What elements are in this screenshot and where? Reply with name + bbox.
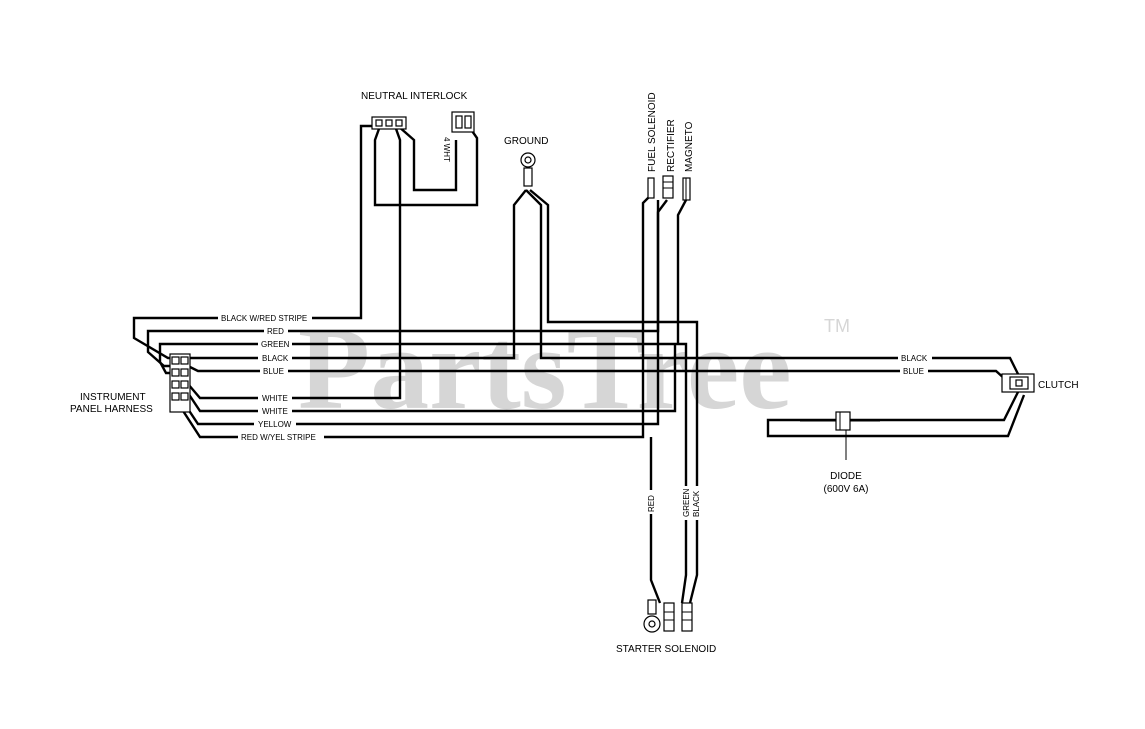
harness-wire-labels: BLACK W/RED STRIPE RED GREEN BLACK BLUE …: [218, 313, 324, 442]
label-magneto: MAGNETO: [684, 121, 695, 172]
wire-label: BLUE: [903, 367, 924, 376]
wire-white-loop: [373, 125, 479, 207]
label-starter-solenoid: STARTER SOLENOID: [616, 644, 716, 655]
clutch-connector: [1001, 373, 1035, 393]
rectifier-terminal: [662, 175, 674, 199]
diode-symbol: [835, 411, 851, 460]
label-fuel-solenoid: FUEL SOLENOID: [647, 92, 658, 172]
label-diode-1: DIODE: [830, 471, 862, 482]
starter-solenoid-green-terminal: [663, 602, 675, 632]
wire-interlock-4wht: [397, 125, 458, 192]
wire-white-1: [187, 125, 402, 400]
ground-ring-terminal: [520, 152, 536, 187]
wire-blue: [187, 364, 1007, 381]
label-diode-2: (600V 6A): [823, 484, 868, 495]
watermark-text: PartsTree: [298, 303, 792, 434]
wire-label: BLACK: [901, 354, 928, 363]
starter-solenoid-black-terminal: [681, 602, 693, 632]
wire-black: [188, 189, 527, 360]
wire-label: RED: [647, 495, 656, 512]
wire-label: WHITE: [262, 407, 288, 416]
label-instrument-panel-2: PANEL HARNESS: [70, 404, 153, 415]
wire-label: RED: [267, 327, 284, 336]
wire-red-starter: [649, 437, 662, 604]
wire-label: GREEN: [261, 340, 290, 349]
wire-label: RED W/YEL STRIPE: [241, 433, 316, 442]
instrument-panel-connector: [169, 353, 191, 413]
fuel-solenoid-terminal: [647, 177, 655, 199]
wire-white-2: [187, 344, 677, 413]
neutral-interlock-connector: [371, 111, 475, 133]
wire-green: [158, 342, 688, 604]
magneto-terminal: [682, 177, 691, 201]
wire-black-ground-clutch: [525, 189, 1022, 379]
wire-yellow: [181, 199, 668, 426]
wire-clutch-diode: [766, 391, 1026, 438]
label-instrument-panel-1: INSTRUMENT: [80, 392, 146, 403]
wire-label: BLACK: [262, 354, 289, 363]
wire-magneto: [676, 199, 688, 344]
label-interlock-wire: 4 WHT: [442, 137, 451, 162]
wire-red-yel-stripe: [174, 195, 651, 439]
label-ground: GROUND: [504, 136, 548, 147]
wire-label: YELLOW: [258, 420, 292, 429]
starter-solenoid-ring-terminal: [643, 599, 661, 633]
starter-wire-labels: RED GREEN BLACK: [646, 486, 701, 520]
label-rectifier: RECTIFIER: [666, 119, 677, 172]
clutch-wire-labels: BLACK BLUE: [898, 353, 932, 376]
wire-label: BLACK W/RED STRIPE: [221, 314, 307, 323]
wire-ground-starter: [529, 189, 699, 604]
watermark-trademark: TM: [824, 316, 850, 336]
wire-label: BLACK: [692, 490, 701, 517]
wire-label: WHITE: [262, 394, 288, 403]
label-clutch: CLUTCH: [1038, 380, 1079, 391]
wire-label: GREEN: [682, 488, 691, 517]
wire-label: BLUE: [263, 367, 284, 376]
wire-black-red-stripe: [132, 124, 375, 360]
label-neutral-interlock: NEUTRAL INTERLOCK: [361, 91, 468, 102]
